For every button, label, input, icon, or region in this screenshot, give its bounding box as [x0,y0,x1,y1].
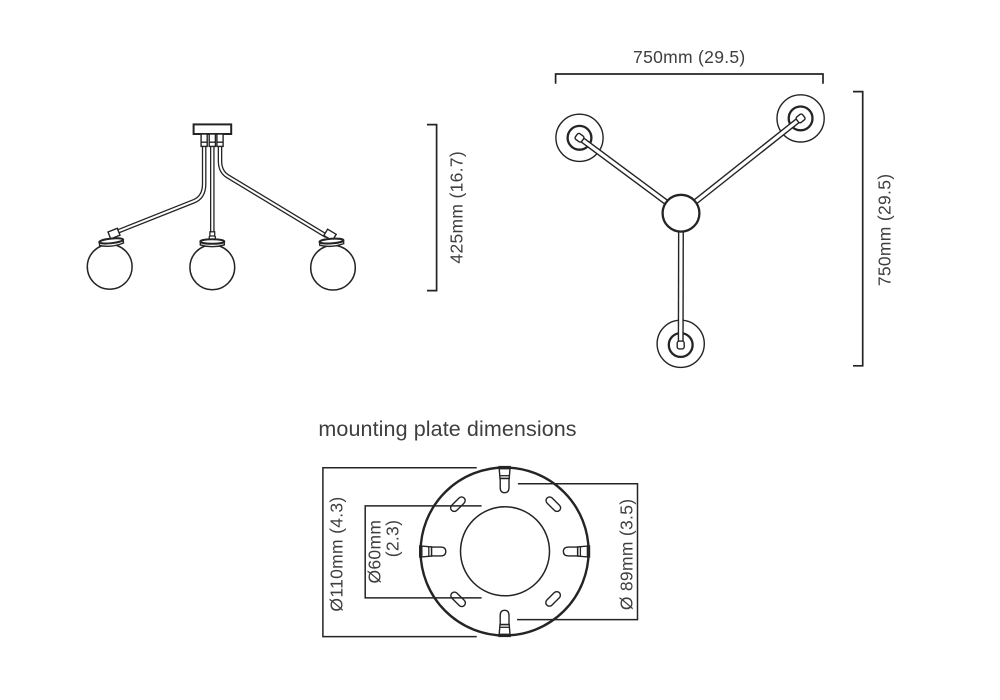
top-width-dim-label: 750mm (29.5) [633,47,746,67]
mounting-plate-title: mounting plate dimensions [318,417,576,441]
top-hub [661,193,701,233]
top-arm-end-bottom [676,340,685,350]
top-globe-upper-left [555,113,604,163]
side-height-dim-bracket [427,123,438,292]
side-canopy [192,123,233,136]
plate-outer-dim-bracket [322,466,477,638]
top-height-dim-label: 750mm (29.5) [875,174,895,287]
top-arms [577,116,803,346]
side-tubes [116,144,328,238]
plate-bolt-circle-dim-bracket [517,483,639,621]
top-arm-end-upper-left [574,132,585,143]
top-globe-upper-right [776,94,825,143]
plate-bolt-circle-dim-label: Ø 89mm (3.5) [617,499,637,611]
plate-screw-bottom [498,609,511,638]
plate-inner-dim-label-line2: (2.3) [382,520,402,557]
plate-inner-dim-bracket [364,505,482,599]
plate-screw-right [562,545,591,558]
top-view: 750mm (29.5) 750mm (29.5) [554,47,895,369]
plate-inner-circle [459,506,551,597]
top-arm-end-upper-right [795,113,806,124]
top-height-dim-bracket [853,90,864,367]
plate-screw-left [419,545,447,558]
top-width-dim-bracket [554,73,824,84]
side-view: 425mm (16.7) [86,123,467,292]
side-left-globe [86,243,133,290]
plate-inner-dim-label: Ø60mm (2.3) [365,520,403,584]
side-canopy-connectors [200,133,224,148]
side-right-globe [309,244,357,291]
plate-outer-dim-label: Ø110mm (4.3) [327,496,347,611]
side-middle-globe [189,244,236,291]
side-height-dim-label: 425mm (16.7) [447,151,467,264]
side-right-globe-cap [318,237,345,248]
plate-screw-top [498,465,511,494]
mounting-plate-view: mounting plate dimensions [318,417,639,638]
side-middle-globe-cap [199,238,226,248]
plate-inner-dim-label-line1: Ø60mm [365,520,385,584]
side-left-globe-cap [98,237,125,247]
